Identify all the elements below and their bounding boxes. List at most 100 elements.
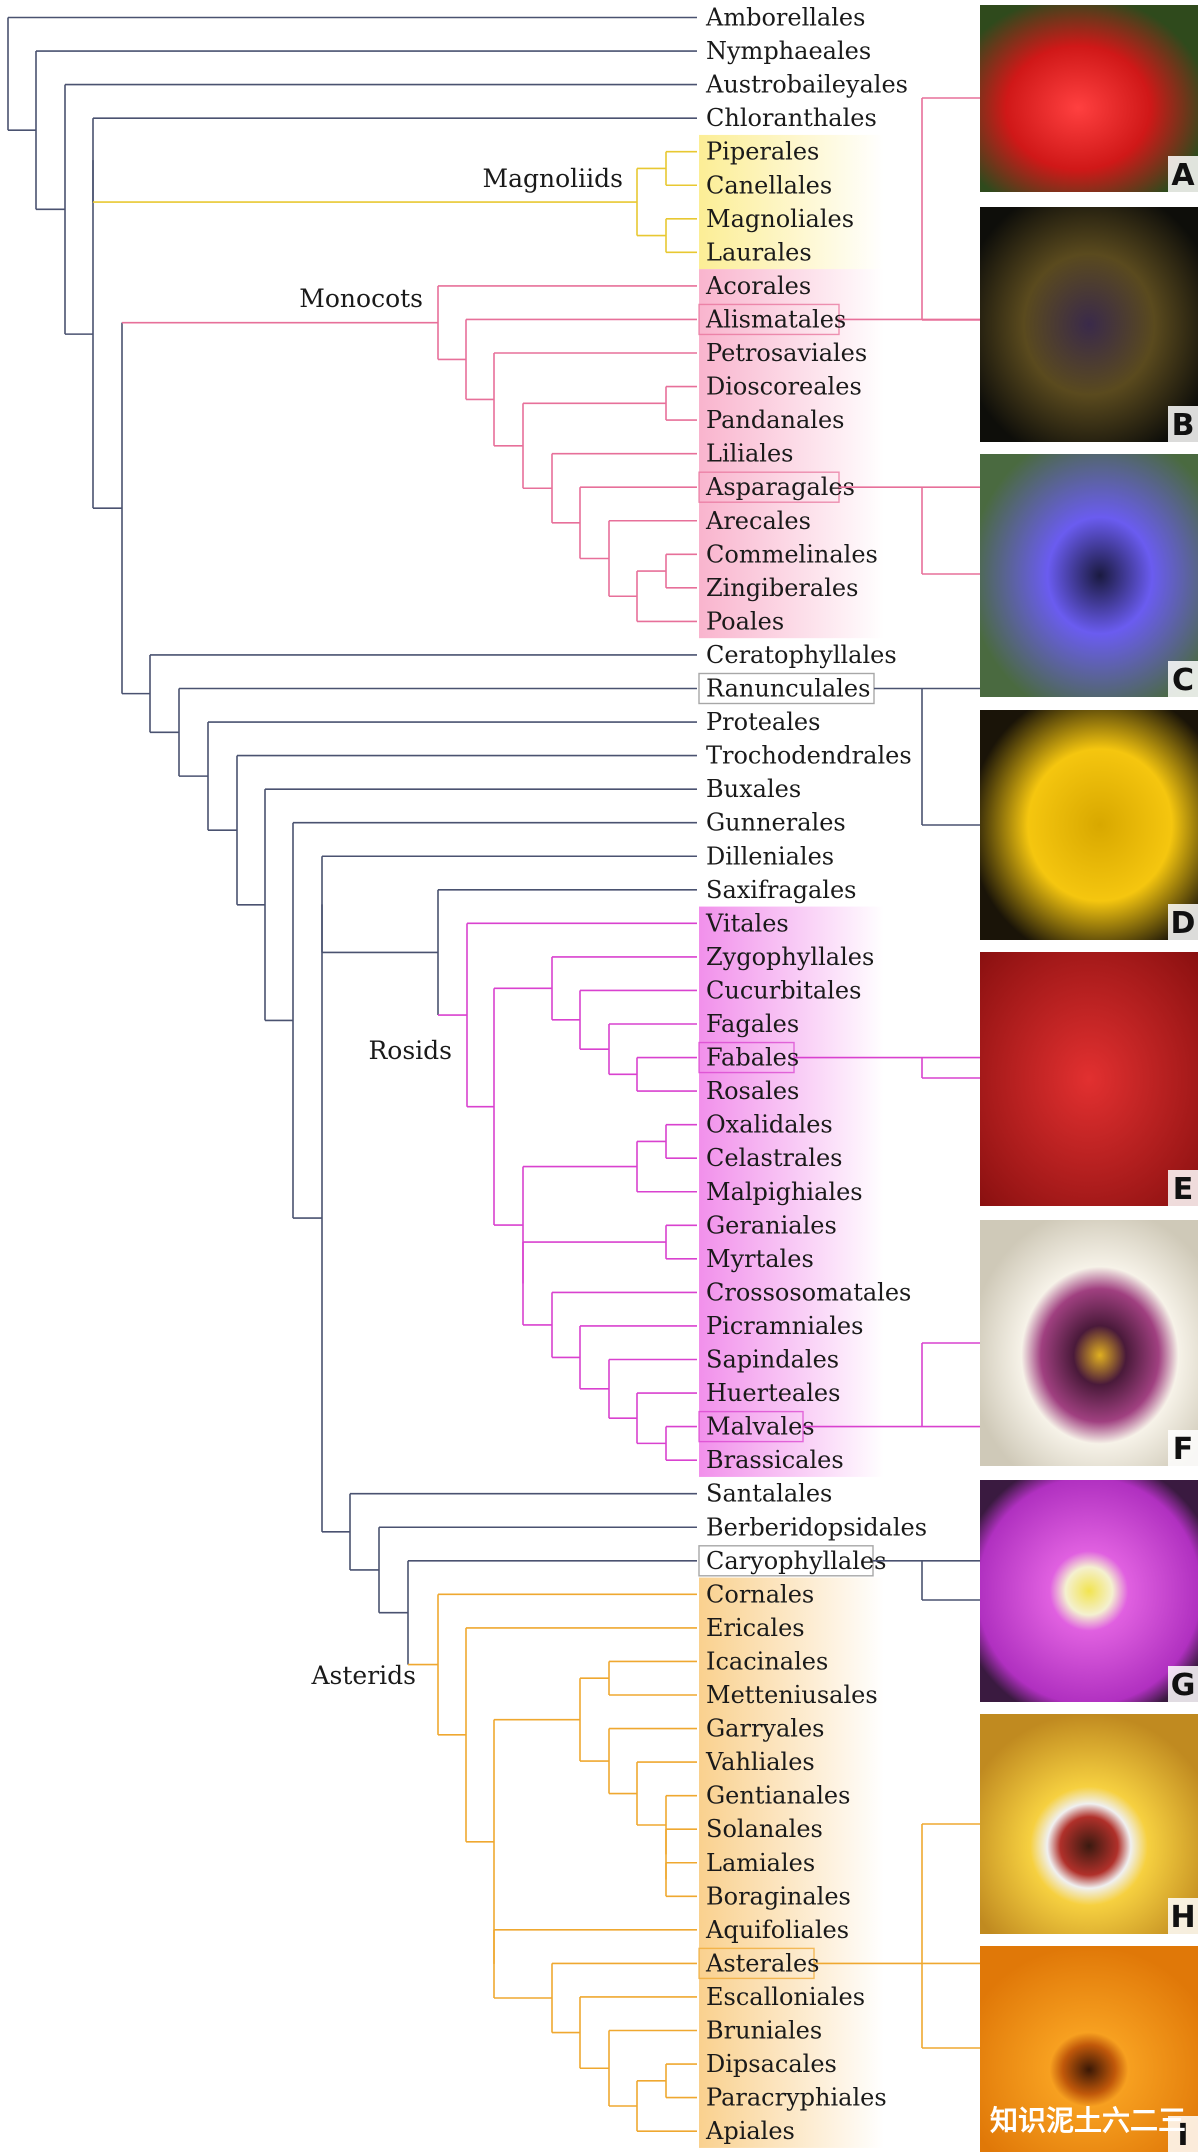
taxon-label-pandanales: Pandanales xyxy=(706,406,844,434)
taxon-label-garryales: Garryales xyxy=(706,1715,825,1743)
photo-i-orange-daisy-flower: I xyxy=(980,1946,1198,2153)
taxon-label-crossosomatales: Crossosomatales xyxy=(706,1278,911,1306)
photo-image xyxy=(980,5,1198,192)
taxon-label-solanales: Solanales xyxy=(706,1815,823,1843)
photo-g-pink-ice-plant-flower: G xyxy=(980,1480,1198,1703)
taxon-label-proteales: Proteales xyxy=(706,708,820,736)
taxon-label-austrobaileyales: Austrobaileyales xyxy=(705,71,908,99)
taxon-label-dioscoreales: Dioscoreales xyxy=(706,373,862,401)
tree-branches xyxy=(7,16,697,2132)
photo-letter: B xyxy=(1172,408,1195,443)
clade-label-asterids: Asterids xyxy=(310,1661,416,1690)
taxon-label-petrosaviales: Petrosaviales xyxy=(706,339,867,367)
photo-letter: D xyxy=(1171,906,1196,941)
taxon-label-icacinales: Icacinales xyxy=(706,1647,828,1675)
taxon-label-brassicales: Brassicales xyxy=(706,1446,844,1474)
taxon-label-fabales: Fabales xyxy=(706,1044,799,1072)
photo-letter-badge xyxy=(1168,904,1198,940)
taxon-label-caryophyllales: Caryophyllales xyxy=(706,1547,886,1575)
photo-c-blue-violet-flower: C xyxy=(980,454,1198,698)
photo-letter-badge xyxy=(1168,1430,1198,1466)
taxon-label-nymphaeales: Nymphaeales xyxy=(706,37,871,65)
photo-connectors xyxy=(794,97,980,2049)
taxon-label-bruniales: Bruniales xyxy=(706,2017,822,2045)
taxon-label-celastrales: Celastrales xyxy=(706,1144,843,1172)
taxon-label-paracryphiales: Paracryphiales xyxy=(706,2084,887,2112)
photo-letter: I xyxy=(1177,2118,1188,2153)
taxon-label-zingiberales: Zingiberales xyxy=(706,574,858,602)
taxon-label-aquifoliales: Aquifoliales xyxy=(705,1916,849,1944)
clade-label-magnoliids: Magnoliids xyxy=(483,164,623,193)
taxon-label-dilleniales: Dilleniales xyxy=(706,842,834,870)
taxon-label-lamiales: Lamiales xyxy=(706,1849,815,1877)
taxon-label-sapindales: Sapindales xyxy=(706,1346,839,1374)
photo-letter: G xyxy=(1171,1668,1196,1703)
taxon-label-metteniusales: Metteniusales xyxy=(706,1681,878,1709)
clade-highlight-bands xyxy=(699,134,884,2148)
flower-photos: A B C D E F G H I xyxy=(980,5,1198,2153)
taxon-label-rosales: Rosales xyxy=(706,1077,799,1105)
taxon-label-vitales: Vitales xyxy=(705,909,789,937)
taxon-label-asparagales: Asparagales xyxy=(705,473,855,501)
taxon-label-amborellales: Amborellales xyxy=(705,4,865,32)
taxon-label-saxifragales: Saxifragales xyxy=(706,876,857,904)
photo-letter-badge xyxy=(1168,1898,1198,1934)
taxon-label-cornales: Cornales xyxy=(706,1580,814,1608)
taxon-label-canellales: Canellales xyxy=(706,171,832,199)
taxon-label-malpighiales: Malpighiales xyxy=(706,1178,863,1206)
photo-h-yellow-daisy-flower: H xyxy=(980,1714,1198,1935)
taxon-label-myrtales: Myrtales xyxy=(706,1245,814,1273)
taxon-label-santalales: Santalales xyxy=(706,1480,832,1508)
photo-letter: F xyxy=(1173,1432,1194,1467)
taxon-label-escalloniales: Escalloniales xyxy=(706,1983,865,2011)
taxon-label-cucurbitales: Cucurbitales xyxy=(706,976,861,1004)
taxon-label-geraniales: Geraniales xyxy=(706,1211,837,1239)
taxon-label-dipsacales: Dipsacales xyxy=(706,2050,837,2078)
taxon-label-ranunculales: Ranunculales xyxy=(706,675,870,703)
taxon-label-commelinales: Commelinales xyxy=(706,540,878,568)
magnoliids-band xyxy=(699,134,884,270)
photo-e-red-desert-pea-flower: E xyxy=(980,952,1198,1207)
photo-letter-badge xyxy=(1168,661,1198,697)
photo-letter: H xyxy=(1170,1900,1195,1935)
photo-letter-badge xyxy=(1168,406,1198,442)
photo-image xyxy=(980,454,1198,697)
photo-image xyxy=(980,1946,1198,2152)
taxon-label-huerteales: Huerteales xyxy=(706,1379,840,1407)
taxon-label-berberidopsidales: Berberidopsidales xyxy=(706,1513,927,1541)
photo-f-white-purple-hibiscus-flower: F xyxy=(980,1220,1198,1467)
taxon-label-oxalidales: Oxalidales xyxy=(706,1111,833,1139)
taxon-label-asterales: Asterales xyxy=(705,1949,819,1977)
photo-image xyxy=(980,1714,1198,1934)
photo-letter-badge xyxy=(1168,156,1198,192)
taxon-label-laurales: Laurales xyxy=(706,238,812,266)
taxon-labels: AmborellalesNymphaealesAustrobaileyalesC… xyxy=(705,4,927,2146)
taxon-label-gunnerales: Gunnerales xyxy=(706,809,846,837)
asterids-band xyxy=(699,1577,884,2148)
taxon-label-magnoliales: Magnoliales xyxy=(706,205,854,233)
taxon-label-poales: Poales xyxy=(706,607,784,635)
taxon-label-liliales: Liliales xyxy=(706,440,793,468)
taxon-label-arecales: Arecales xyxy=(705,507,811,535)
taxon-label-buxales: Buxales xyxy=(706,775,801,803)
taxon-label-ericales: Ericales xyxy=(706,1614,805,1642)
taxon-label-boraginales: Boraginales xyxy=(706,1882,851,1910)
photo-image xyxy=(980,1220,1198,1466)
taxon-label-malvales: Malvales xyxy=(706,1413,815,1441)
photo-letter-badge xyxy=(1168,1170,1198,1206)
taxon-label-fagales: Fagales xyxy=(706,1010,799,1038)
photo-letter: A xyxy=(1171,158,1195,193)
photo-letter: C xyxy=(1172,663,1194,698)
taxon-label-acorales: Acorales xyxy=(705,272,811,300)
taxon-label-alismatales: Alismatales xyxy=(705,305,846,333)
photo-letter: E xyxy=(1173,1172,1194,1207)
taxon-label-zygophyllales: Zygophyllales xyxy=(706,943,874,971)
watermark-text: 知识泥土六二三 xyxy=(990,2104,1186,2137)
photo-letter-badge xyxy=(1168,1666,1198,1702)
photo-d-yellow-buttercup-flower: D xyxy=(980,710,1198,941)
taxon-label-gentianales: Gentianales xyxy=(706,1782,850,1810)
photo-image xyxy=(980,1480,1198,1702)
taxon-label-chloranthales: Chloranthales xyxy=(706,104,877,132)
